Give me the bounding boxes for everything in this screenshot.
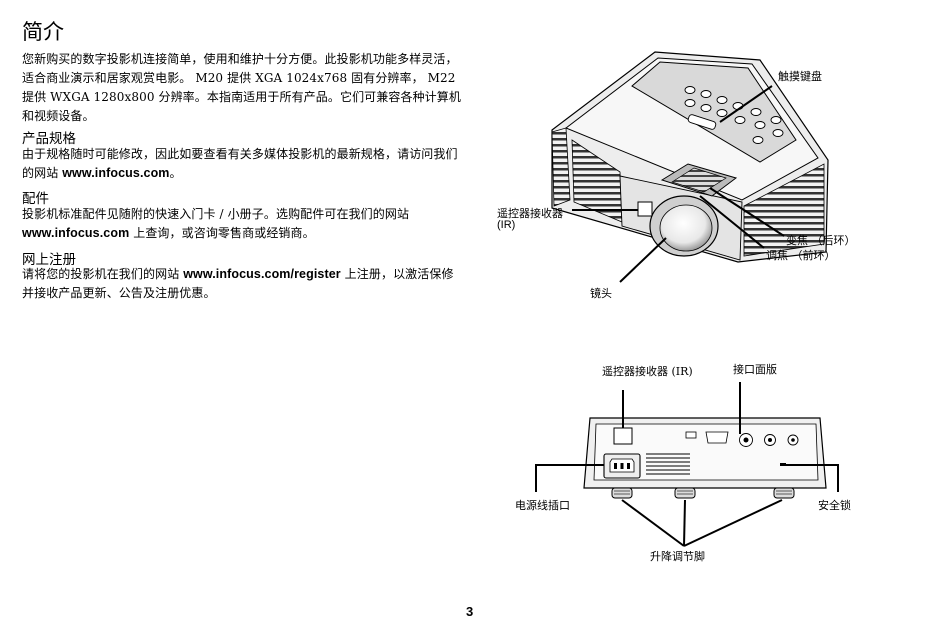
label-keypad: 触摸键盘 <box>778 70 822 83</box>
section-heading-accessories: 配件 <box>22 191 49 207</box>
ir-receiver-rear <box>613 427 633 445</box>
label-lens: 镜头 <box>590 287 612 300</box>
side-vent <box>743 163 825 257</box>
label-security-lock: 安全锁 <box>818 499 851 512</box>
label-connector-panel: 接口面版 <box>733 363 777 376</box>
page-number: 3 <box>466 604 474 619</box>
accessories-website-link[interactable]: www.infocus.com <box>22 226 130 240</box>
section-heading-registration: 网上注册 <box>22 252 76 268</box>
section-heading-specs: 产品规格 <box>22 131 76 147</box>
registration-website-link[interactable]: www.infocus.com/register <box>183 267 341 281</box>
specs-text-after: 。 <box>169 166 182 180</box>
specs-website-link[interactable]: www.infocus.com <box>62 166 170 180</box>
page-title: 简介 <box>22 20 64 44</box>
accessories-text-after: 上查询，或咨询零售商或经销商。 <box>129 226 315 240</box>
accessories-text-before: 投影机标准配件见随附的快速入门卡 / 小册子。选购配件可在我们的网站 <box>22 207 410 221</box>
registration-text-after: 上注册，以激活保修并接收产品更新、公告及注册优惠。 <box>22 267 454 300</box>
label-ir-receiver-front-line1: 遥控器接收器 <box>497 207 563 220</box>
elevator-feet <box>611 487 795 499</box>
security-lock-slot <box>780 463 786 466</box>
vga-port <box>705 431 729 444</box>
rear-vent <box>646 453 690 475</box>
section-text-specs: 由于规格随时可能修改，因此如要查看有关多媒体投影机的最新规格，请访问我们的网站 … <box>22 145 462 183</box>
specs-text-before: 由于规格随时可能修改，因此如要查看有关多媒体投影机的最新规格，请访问我们的网站 <box>22 147 458 180</box>
label-ir-receiver-front-line2: (IR) <box>497 219 516 231</box>
keypad-buttons <box>684 86 784 144</box>
label-elevator-feet: 升降调节脚 <box>650 550 705 563</box>
intro-paragraph: 您新购买的数字投影机连接简单，使用和维护十分方便。此投影机功能多样灵活，适合商业… <box>22 52 461 123</box>
label-focus-ring: 调焦 （前环） <box>766 249 836 262</box>
registration-text-before: 请将您的投影机在我们的网站 <box>22 267 184 281</box>
section-text-accessories: 投影机标准配件见随附的快速入门卡 / 小册子。选购配件可在我们的网站 www.i… <box>22 205 462 243</box>
label-power-socket: 电源线插口 <box>515 499 570 512</box>
label-ir-receiver-rear: 遥控器接收器 (IR) <box>602 365 693 378</box>
section-text-registration: 请将您的投影机在我们的网站 www.infocus.com/register 上… <box>22 265 462 303</box>
label-zoom-ring: 变焦 （后环） <box>786 234 856 247</box>
